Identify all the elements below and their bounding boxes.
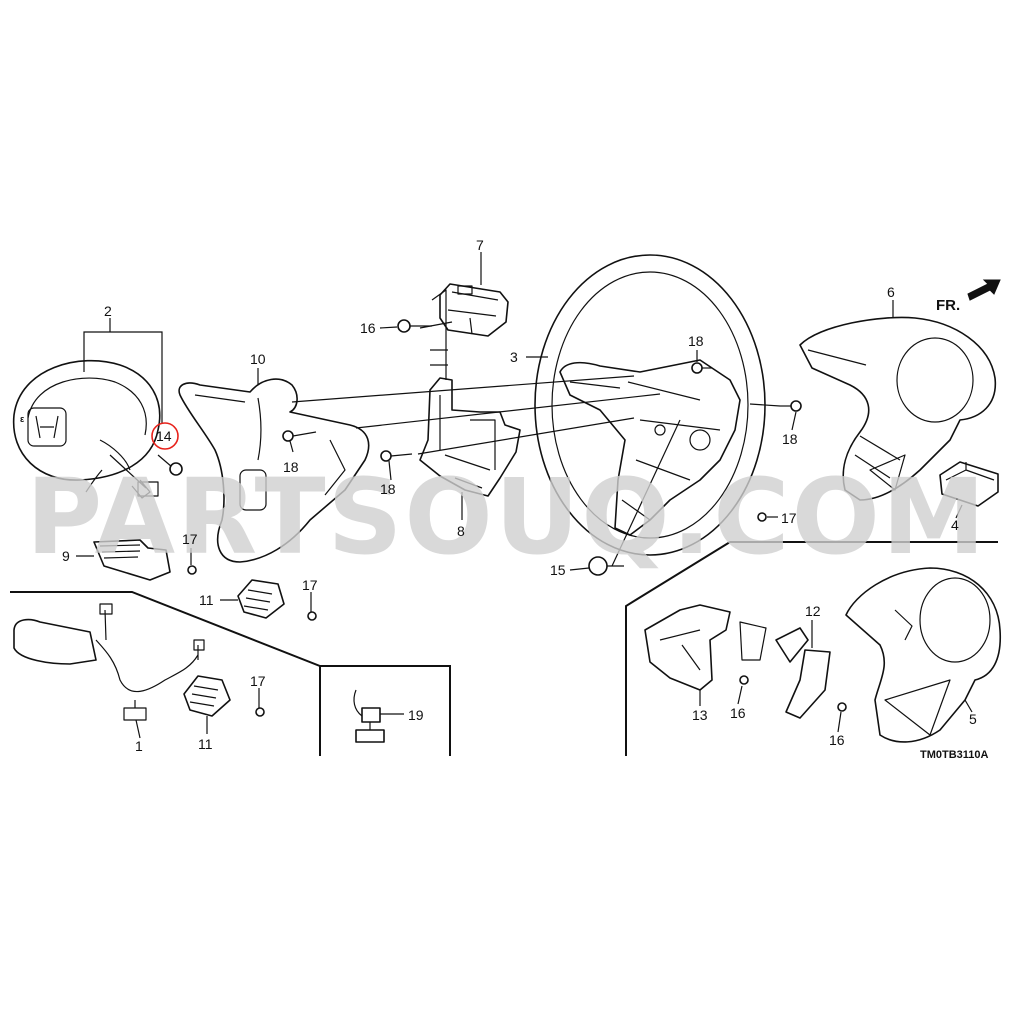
screw-17c	[255, 707, 265, 717]
callout-9: 9	[62, 548, 70, 564]
screw-16c	[837, 702, 847, 712]
callout-18-left: 18	[283, 459, 299, 475]
part-1-harness[interactable]	[13, 603, 205, 721]
callout-17-a: 17	[182, 531, 198, 547]
callout-18-mid: 18	[380, 481, 396, 497]
leader-lines	[76, 252, 973, 739]
screw-17b	[307, 611, 317, 621]
part-4-clamp[interactable]	[939, 461, 999, 507]
callout-11-upper: 11	[199, 592, 214, 608]
callout-19: 19	[408, 707, 424, 723]
part-8-inner-bracket[interactable]	[419, 289, 521, 497]
fr-direction-arrow: FR.	[936, 279, 1001, 314]
fr-label: FR.	[936, 297, 960, 314]
callout-10: 10	[250, 351, 266, 367]
callout-8: 8	[457, 523, 465, 539]
callout-17-c: 17	[250, 673, 266, 689]
part-13-switch-bracket[interactable]	[644, 604, 767, 691]
callout-3: 3	[510, 349, 518, 365]
part-5-rear-cover[interactable]	[845, 567, 1002, 743]
diagram-code: TM0TB3110A	[920, 749, 989, 761]
callout-17-d: 17	[781, 510, 797, 526]
callout-18-wheel: 18	[688, 333, 704, 349]
callout-12: 12	[805, 603, 821, 619]
callout-7: 7	[476, 237, 484, 253]
screws	[187, 362, 847, 717]
screw-16b	[739, 675, 749, 685]
part-19-harness[interactable]	[353, 689, 385, 743]
screw-17d	[757, 512, 767, 522]
callout-5: 5	[969, 711, 977, 727]
section-separators	[10, 541, 998, 756]
screw-18d	[780, 400, 802, 412]
svg-text:ε: ε	[20, 414, 25, 424]
screw-18a	[282, 430, 317, 442]
part-2-airbag-module[interactable]: ε	[12, 359, 161, 499]
screw-18b	[380, 450, 413, 462]
callout-16-right: 16	[829, 732, 845, 748]
callouts: 2 10 7 16 3 6 18 18 18 18 8 17 9 17 11 1…	[62, 237, 977, 754]
callout-15: 15	[550, 562, 566, 578]
callout-16-mid: 16	[730, 705, 746, 721]
part-15-bolt[interactable]	[588, 556, 624, 576]
callout-14-highlight[interactable]: 14	[151, 422, 179, 450]
callout-14: 14	[156, 428, 172, 444]
part-3-steering-wheel[interactable]	[534, 254, 766, 556]
callout-16-upper: 16	[360, 320, 376, 336]
part-9-switch-panel[interactable]	[93, 539, 171, 581]
part-7-bracket[interactable]	[439, 283, 509, 337]
part-11-switch-upper[interactable]	[237, 579, 285, 619]
callout-6: 6	[887, 284, 895, 300]
watermark: PARTSOUQ.COM	[26, 456, 987, 578]
callout-11-lower: 11	[198, 736, 213, 752]
callout-2: 2	[104, 303, 112, 319]
screw-17a	[187, 565, 197, 575]
part-6-rear-cover[interactable]	[799, 316, 997, 501]
callout-1: 1	[135, 738, 143, 754]
callout-13: 13	[692, 707, 708, 723]
part-16-bolt-upper[interactable]	[397, 319, 432, 333]
part-10-lower-cover[interactable]	[178, 378, 370, 563]
part-14-bolt[interactable]	[157, 454, 183, 476]
callout-17-b: 17	[302, 577, 318, 593]
part-12-paddle[interactable]	[775, 627, 831, 719]
part-11-switch-lower[interactable]	[183, 675, 231, 717]
callout-4: 4	[951, 517, 959, 533]
callout-18-right: 18	[782, 431, 798, 447]
screw-18c	[691, 362, 712, 374]
